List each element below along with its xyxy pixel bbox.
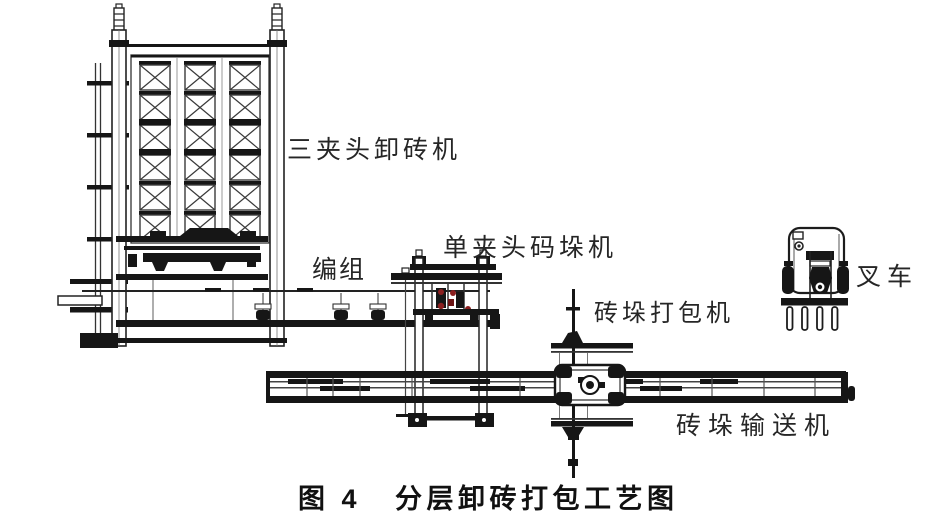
palletizer-feet bbox=[396, 413, 494, 427]
unloader-right-column bbox=[267, 3, 287, 347]
label-grouping: 编组 bbox=[312, 256, 367, 284]
clamp-head-mechanism bbox=[116, 228, 268, 320]
packing-head bbox=[553, 363, 627, 407]
forklift-mast bbox=[806, 251, 834, 298]
figure-caption: 图 4 分层卸砖打包工艺图 bbox=[298, 486, 679, 513]
roller-stand bbox=[369, 293, 387, 320]
label-unloader: 三夹头卸砖机 bbox=[287, 136, 462, 164]
palletizer-machine-drawing bbox=[391, 249, 502, 427]
grouping-conveyor-drawing bbox=[82, 288, 500, 329]
forklift-wheel bbox=[782, 266, 794, 294]
label-packer: 砖垛打包机 bbox=[594, 300, 734, 327]
fork-tines bbox=[786, 306, 839, 331]
unloader-machine-drawing bbox=[57, 3, 287, 348]
figure-number: 图 4 bbox=[298, 484, 362, 514]
label-palletizer: 单夹头码垛机 bbox=[443, 234, 618, 262]
label-forklift: 叉车 bbox=[856, 263, 919, 291]
forklift-drawing bbox=[781, 226, 849, 331]
fork-carriage-bar bbox=[781, 298, 848, 306]
roller-stand bbox=[332, 293, 350, 320]
label-conveyor: 砖垛输送机 bbox=[676, 412, 837, 440]
figure-title: 分层卸砖打包工艺图 bbox=[395, 484, 679, 514]
roller-stand bbox=[254, 293, 272, 320]
single-clamp-head bbox=[431, 284, 471, 312]
unloader-base bbox=[80, 333, 287, 348]
unloader-side-rail bbox=[57, 63, 129, 345]
brick-rack bbox=[130, 54, 270, 244]
packer-machine-drawing bbox=[551, 289, 633, 478]
forklift-wheel bbox=[837, 266, 849, 294]
unloader-top-beam bbox=[126, 44, 270, 47]
unloader-left-column bbox=[109, 3, 129, 347]
